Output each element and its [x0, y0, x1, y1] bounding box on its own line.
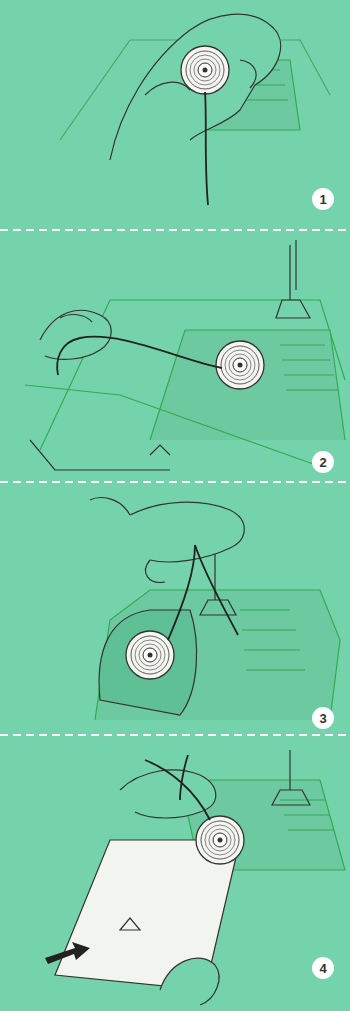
push-arrow	[45, 942, 90, 964]
callout-number-text: 2	[319, 455, 326, 470]
panel-one	[60, 14, 330, 160]
callout-number: 4	[312, 957, 334, 979]
panel-three	[90, 498, 340, 720]
callout-number-text: 3	[319, 711, 326, 726]
callout-number: 1	[312, 188, 334, 210]
panel-four	[55, 750, 345, 1005]
callout-number: 2	[312, 451, 334, 473]
callout-number-text: 4	[319, 961, 326, 976]
dashed-separator	[0, 230, 350, 735]
callout-number-text: 1	[319, 192, 326, 207]
panel-two	[25, 240, 345, 470]
callout-number: 3	[312, 707, 334, 729]
